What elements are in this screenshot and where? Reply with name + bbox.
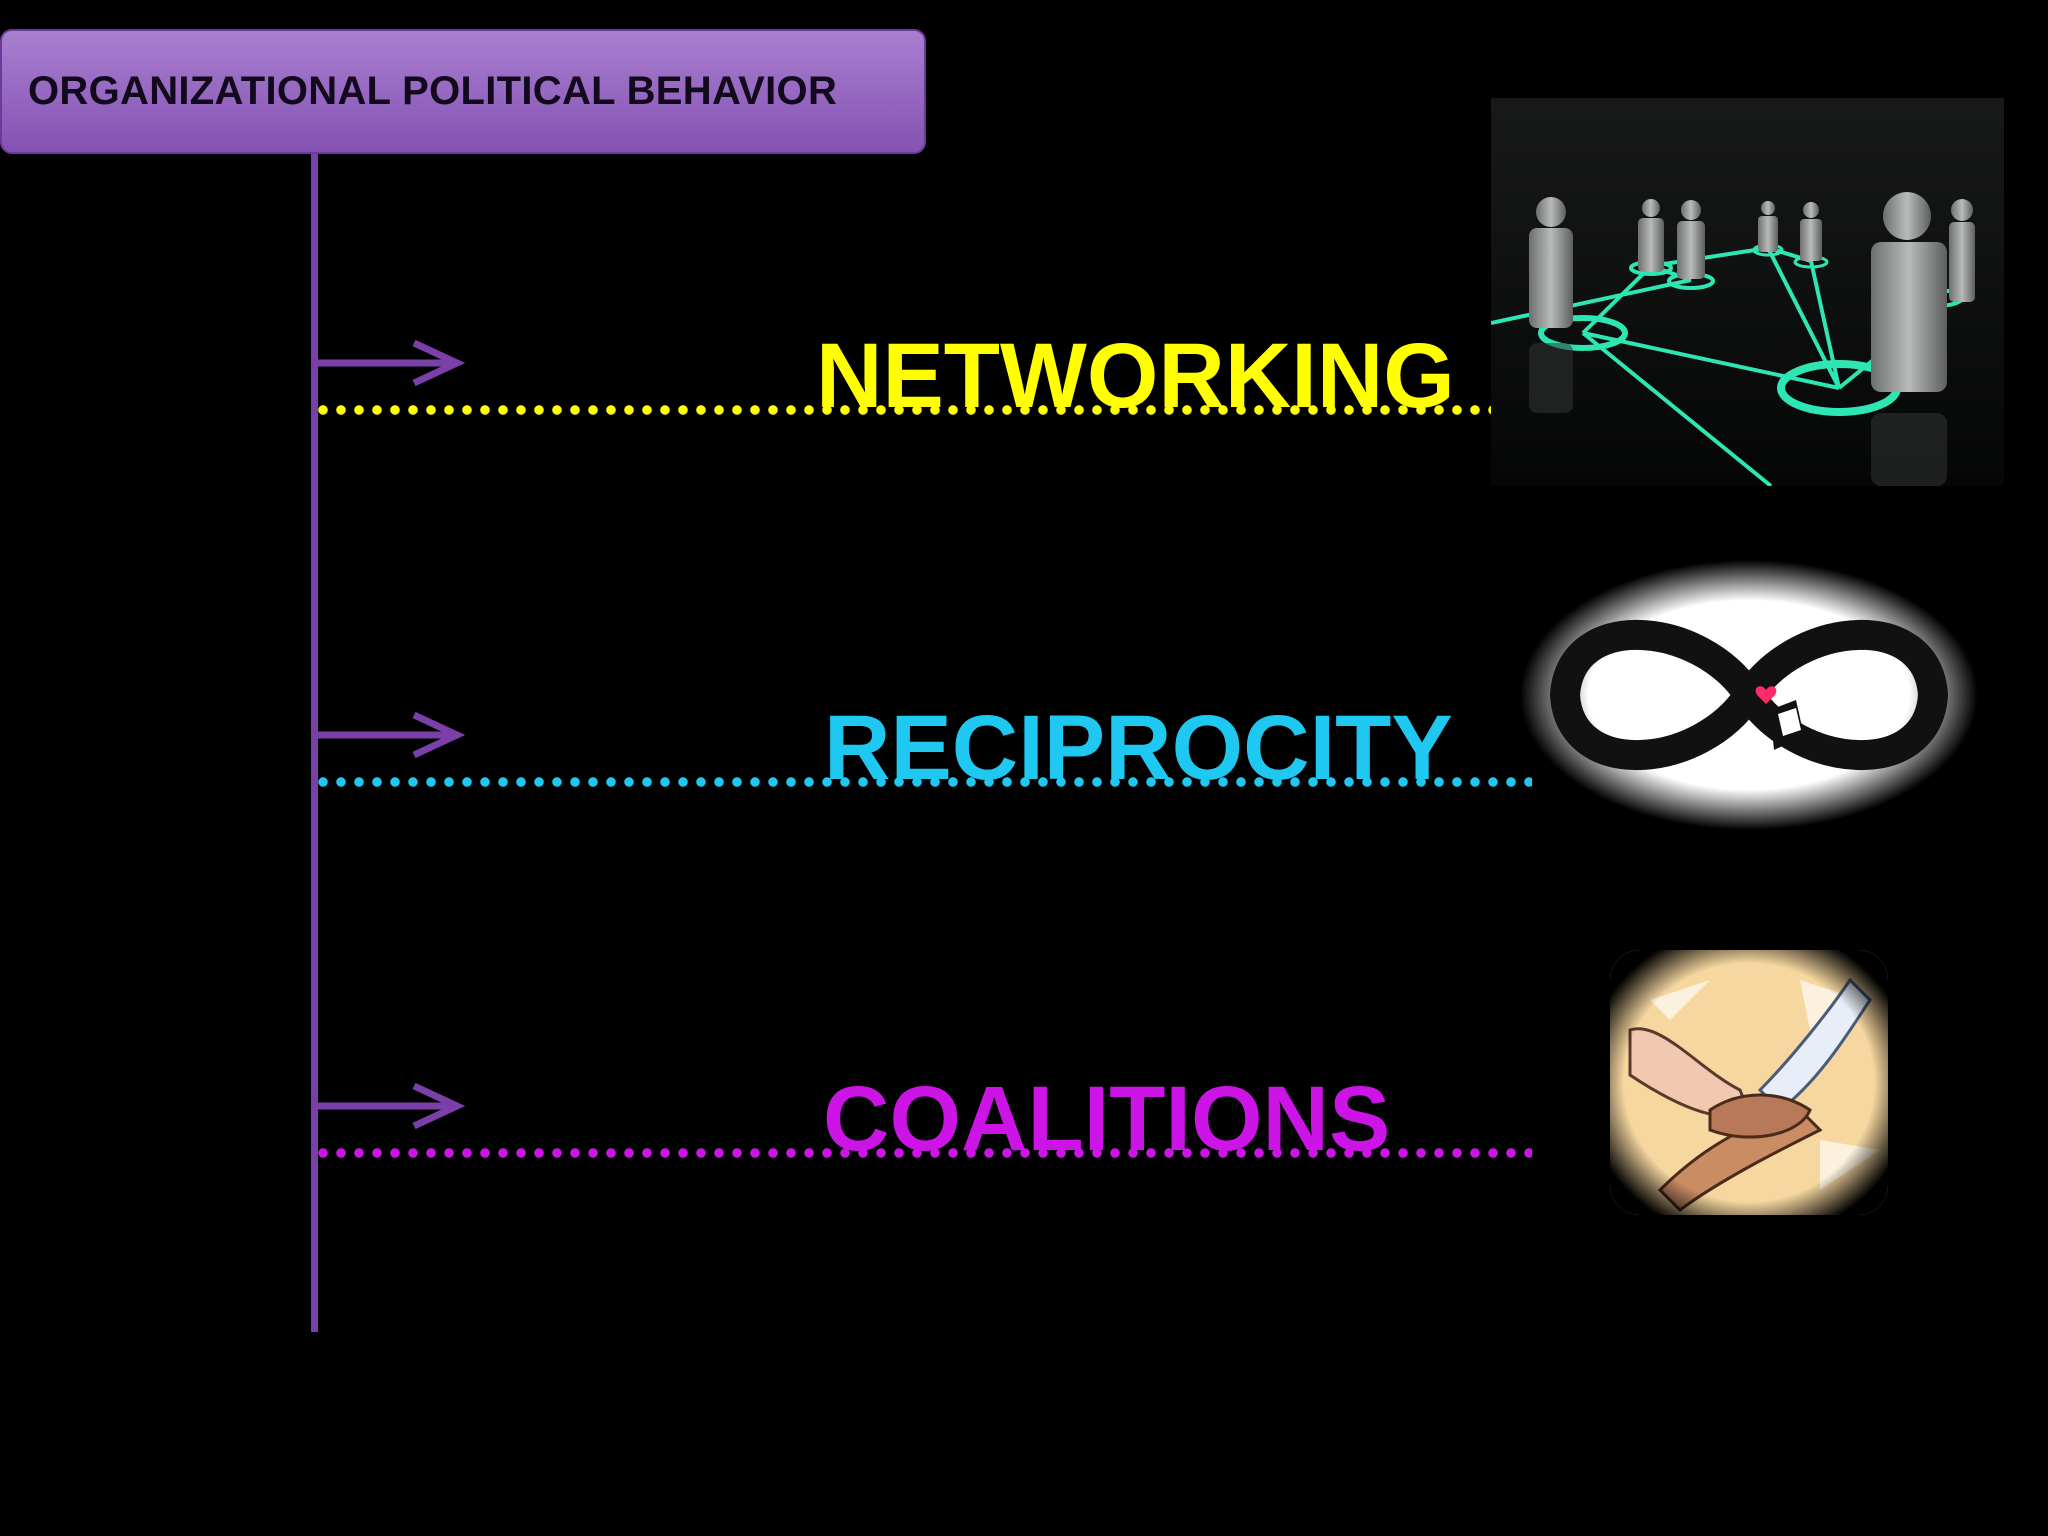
item-label-reciprocity: RECIPROCITY [824, 697, 1453, 799]
item-label-networking: NETWORKING [816, 325, 1455, 427]
trunk-connector [311, 154, 318, 1332]
branch-arrow-reciprocity [311, 705, 481, 765]
infinity-hands-icon [1520, 560, 1978, 830]
branch-arrow-coalitions [311, 1076, 481, 1136]
dotted-line-coalitions [318, 1148, 1532, 1158]
network-people-icon [1490, 98, 2004, 488]
dotted-line-reciprocity [318, 777, 1532, 787]
title-banner: ORGANIZATIONAL POLITICAL BEHAVIOR [0, 29, 926, 154]
item-label-coalitions: COALITIONS [823, 1068, 1391, 1170]
slide-title: ORGANIZATIONAL POLITICAL BEHAVIOR [28, 69, 838, 113]
joined-hands-icon [1590, 940, 1908, 1225]
branch-arrow-networking [311, 333, 481, 393]
dotted-line-networking [318, 405, 1532, 415]
